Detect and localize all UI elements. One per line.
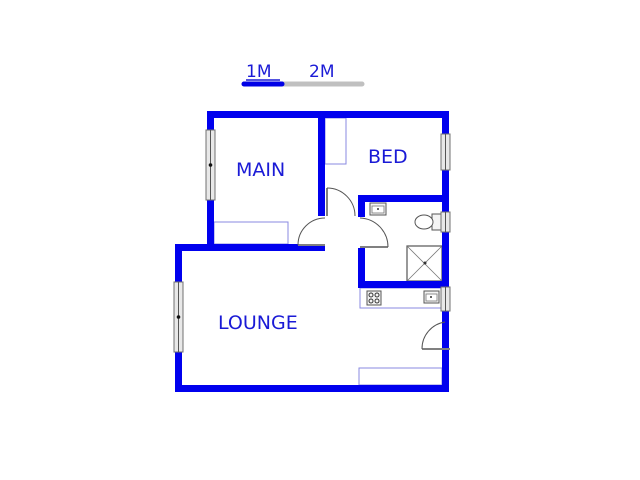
window-lounge (173, 281, 184, 353)
window-main (205, 129, 216, 201)
cupboard-main (213, 221, 289, 245)
window-bed (440, 133, 451, 171)
toilet-icon (414, 213, 443, 231)
stove-icon (366, 290, 382, 306)
room-label-bed: BED (368, 146, 408, 168)
shower-icon (406, 245, 443, 282)
window-kitchen (440, 286, 451, 312)
scale-label-2m: 2M (309, 62, 335, 82)
basin-icon (369, 202, 387, 216)
scale-bar (241, 79, 365, 87)
room-label-main: MAIN (236, 159, 286, 181)
door-bed (326, 187, 356, 217)
room-label-lounge: LOUNGE (218, 312, 298, 334)
kitchen-sink-icon (423, 290, 440, 304)
cupboard-lounge (358, 367, 443, 386)
window-bathroom (440, 211, 451, 233)
door-bathroom (359, 217, 389, 248)
cupboard-bed (324, 117, 347, 165)
door-entrance (421, 321, 450, 350)
scale-label-1m: 1M (246, 62, 272, 82)
door-main (297, 217, 326, 246)
